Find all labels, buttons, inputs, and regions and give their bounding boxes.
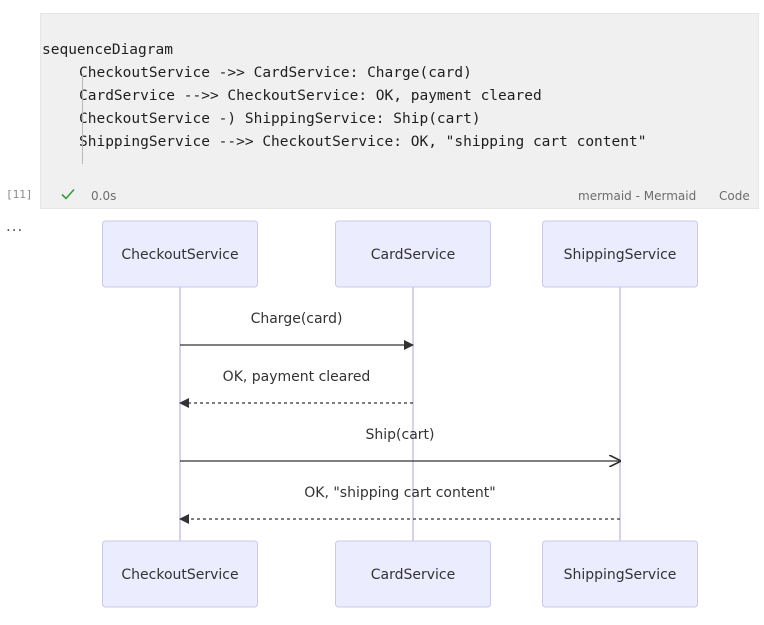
- actor-box: ShippingService: [542, 220, 698, 288]
- code-line: CheckoutService ->> CardService: Charge(…: [79, 65, 472, 81]
- code-line: CardService -->> CheckoutService: OK, pa…: [79, 88, 542, 104]
- actor-label: CheckoutService: [121, 567, 238, 583]
- actor-rect: [335, 540, 491, 608]
- cell-language-picker[interactable]: mermaid - Mermaid: [578, 189, 697, 203]
- actor-rect: [102, 220, 258, 288]
- actor-box: ShippingService: [542, 540, 698, 608]
- code-line: ShippingService -->> CheckoutService: OK…: [79, 134, 647, 150]
- actor-label: CardService: [371, 247, 456, 263]
- actor-box: CardService: [335, 220, 491, 288]
- actor-box: CheckoutService: [102, 540, 258, 608]
- actor-label: CheckoutService: [121, 247, 238, 263]
- cell-type-label[interactable]: Code: [719, 189, 750, 203]
- more-actions-icon[interactable]: ...: [6, 217, 24, 235]
- actor-box: CheckoutService: [102, 220, 258, 288]
- code-line: sequenceDiagram: [42, 42, 173, 58]
- execution-count: [11]: [6, 188, 33, 201]
- message-label: Charge(card): [251, 311, 343, 327]
- check-icon: [61, 188, 75, 200]
- message-label: OK, payment cleared: [223, 369, 371, 385]
- actor-box: CardService: [335, 540, 491, 608]
- actor-label: ShippingService: [564, 567, 677, 583]
- code-editor[interactable]: sequenceDiagram CheckoutService ->> Card…: [42, 39, 646, 154]
- code-line: CheckoutService -) ShippingService: Ship…: [79, 111, 481, 127]
- actor-rect: [102, 540, 258, 608]
- actor-label: ShippingService: [564, 247, 677, 263]
- message-label: Ship(cart): [366, 427, 435, 443]
- actor-rect: [542, 220, 698, 288]
- message-label: OK, "shipping cart content": [304, 485, 495, 501]
- actor-rect: [335, 220, 491, 288]
- code-cell[interactable]: [40, 13, 759, 209]
- execution-duration: 0.0s: [91, 189, 117, 203]
- actor-rect: [542, 540, 698, 608]
- actor-label: CardService: [371, 567, 456, 583]
- indent-guide: [82, 74, 83, 164]
